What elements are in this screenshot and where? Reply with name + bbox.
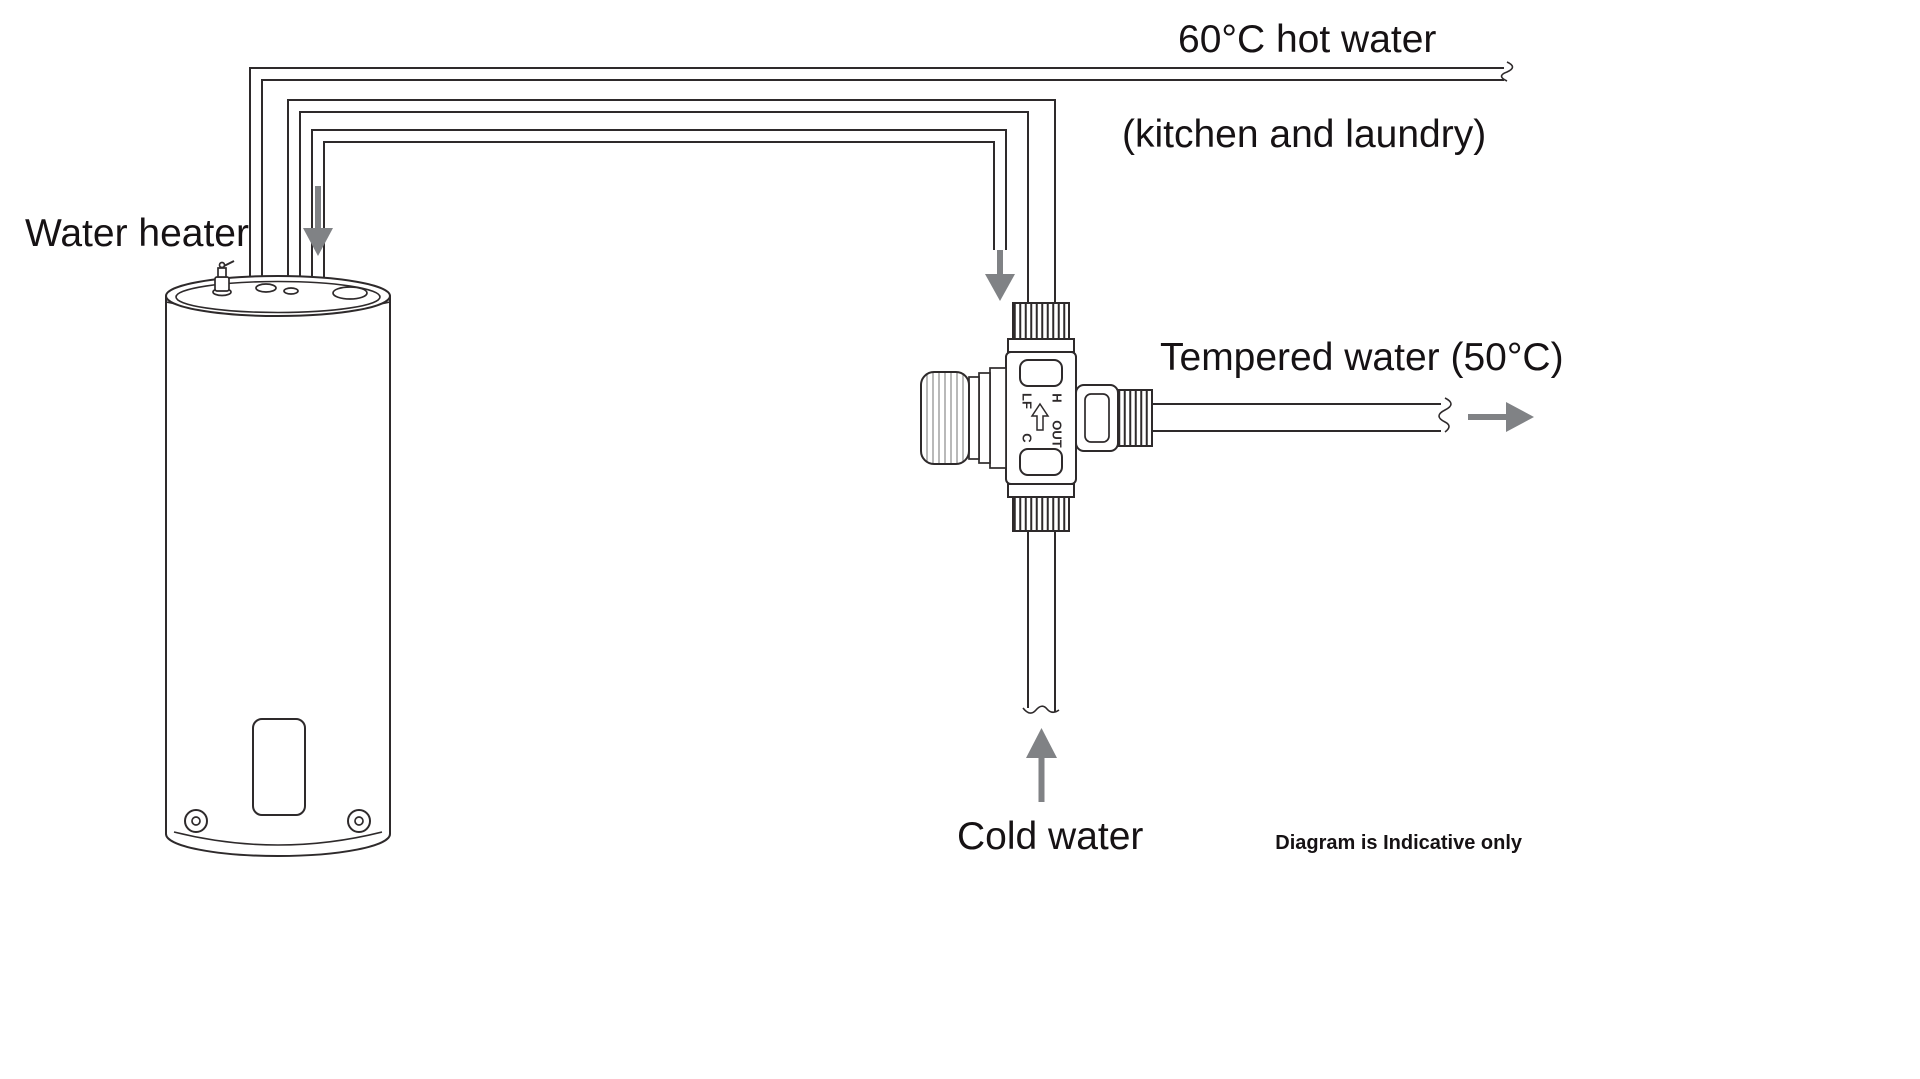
anchor-bolt-right-center <box>354 816 364 826</box>
valve-knob-ring-1 <box>989 367 1007 469</box>
valve-outlet-nut-face <box>1084 393 1110 443</box>
hot-water-pipe-to-valve-inner <box>299 111 1029 304</box>
relief-valve <box>212 260 235 297</box>
top-fitting-cold <box>332 286 368 300</box>
pipes <box>249 61 1514 714</box>
heater-inlet-pipe <box>311 129 1007 292</box>
valve-knob-ring-2 <box>978 372 991 464</box>
flow-arrow-into-valve <box>985 250 1015 301</box>
tank-bottom-rim <box>173 831 383 846</box>
valve-bottom-tab <box>1019 448 1063 476</box>
valve-marking-out: OUT <box>1050 420 1065 448</box>
flow-arrow-cold-water-up <box>1026 728 1057 802</box>
tank-body <box>165 296 391 857</box>
valve-outlet-thread <box>1117 389 1153 447</box>
heater-inlet-pipe-inner <box>323 141 995 292</box>
valve-top-thread <box>1012 302 1070 340</box>
pipe-break-tempered <box>1438 397 1452 433</box>
label-hot-water-destination: (kitchen and laundry) <box>1122 113 1486 156</box>
anchor-bolt-left-center <box>191 816 201 826</box>
pipe-break-kitchen <box>1500 61 1514 82</box>
valve-knob <box>920 371 970 465</box>
label-tempered-water: Tempered water (50°C) <box>1160 336 1564 379</box>
valve-top-collar <box>1007 338 1075 353</box>
tempering-valve: LF C H OUT <box>920 302 1153 532</box>
label-hot-water: 60°C hot water <box>1178 18 1436 61</box>
valve-bottom-collar <box>1007 483 1075 498</box>
label-water-heater: Water heater <box>25 212 249 255</box>
top-fitting-hot <box>255 283 277 293</box>
valve-bottom-thread <box>1012 496 1070 532</box>
valve-top-tab <box>1019 359 1063 387</box>
water-heater <box>165 260 391 857</box>
labels: Water heater 60°C hot water (kitchen and… <box>25 18 1564 858</box>
label-footnote: Diagram is Indicative only <box>1275 832 1523 854</box>
flow-arrows <box>303 186 1534 802</box>
tank-top-inner-rim <box>175 280 381 314</box>
valve-knob-ring-3 <box>968 376 980 460</box>
relief-valve-body <box>214 276 230 292</box>
flow-arrow-tempered-right <box>1468 402 1534 432</box>
relief-valve-stem <box>217 267 227 278</box>
access-panel <box>252 718 306 816</box>
label-cold-water: Cold water <box>957 815 1143 858</box>
valve-marking-c: C <box>1020 433 1035 443</box>
hot-water-pipe-kitchen <box>249 67 1504 292</box>
pipe-break-cold <box>1022 705 1060 714</box>
hot-water-pipe-kitchen-inner <box>261 79 1504 292</box>
valve-flow-direction-icon <box>1030 402 1050 431</box>
relief-valve-lever <box>223 260 235 267</box>
valve-marking-lf: LF <box>1020 393 1035 409</box>
hot-water-pipe-to-valve <box>287 99 1056 304</box>
valve-marking-h: H <box>1050 393 1065 402</box>
relief-valve-pivot <box>218 261 226 269</box>
flow-arrow-into-heater <box>303 186 333 256</box>
top-fitting-small <box>283 287 299 295</box>
